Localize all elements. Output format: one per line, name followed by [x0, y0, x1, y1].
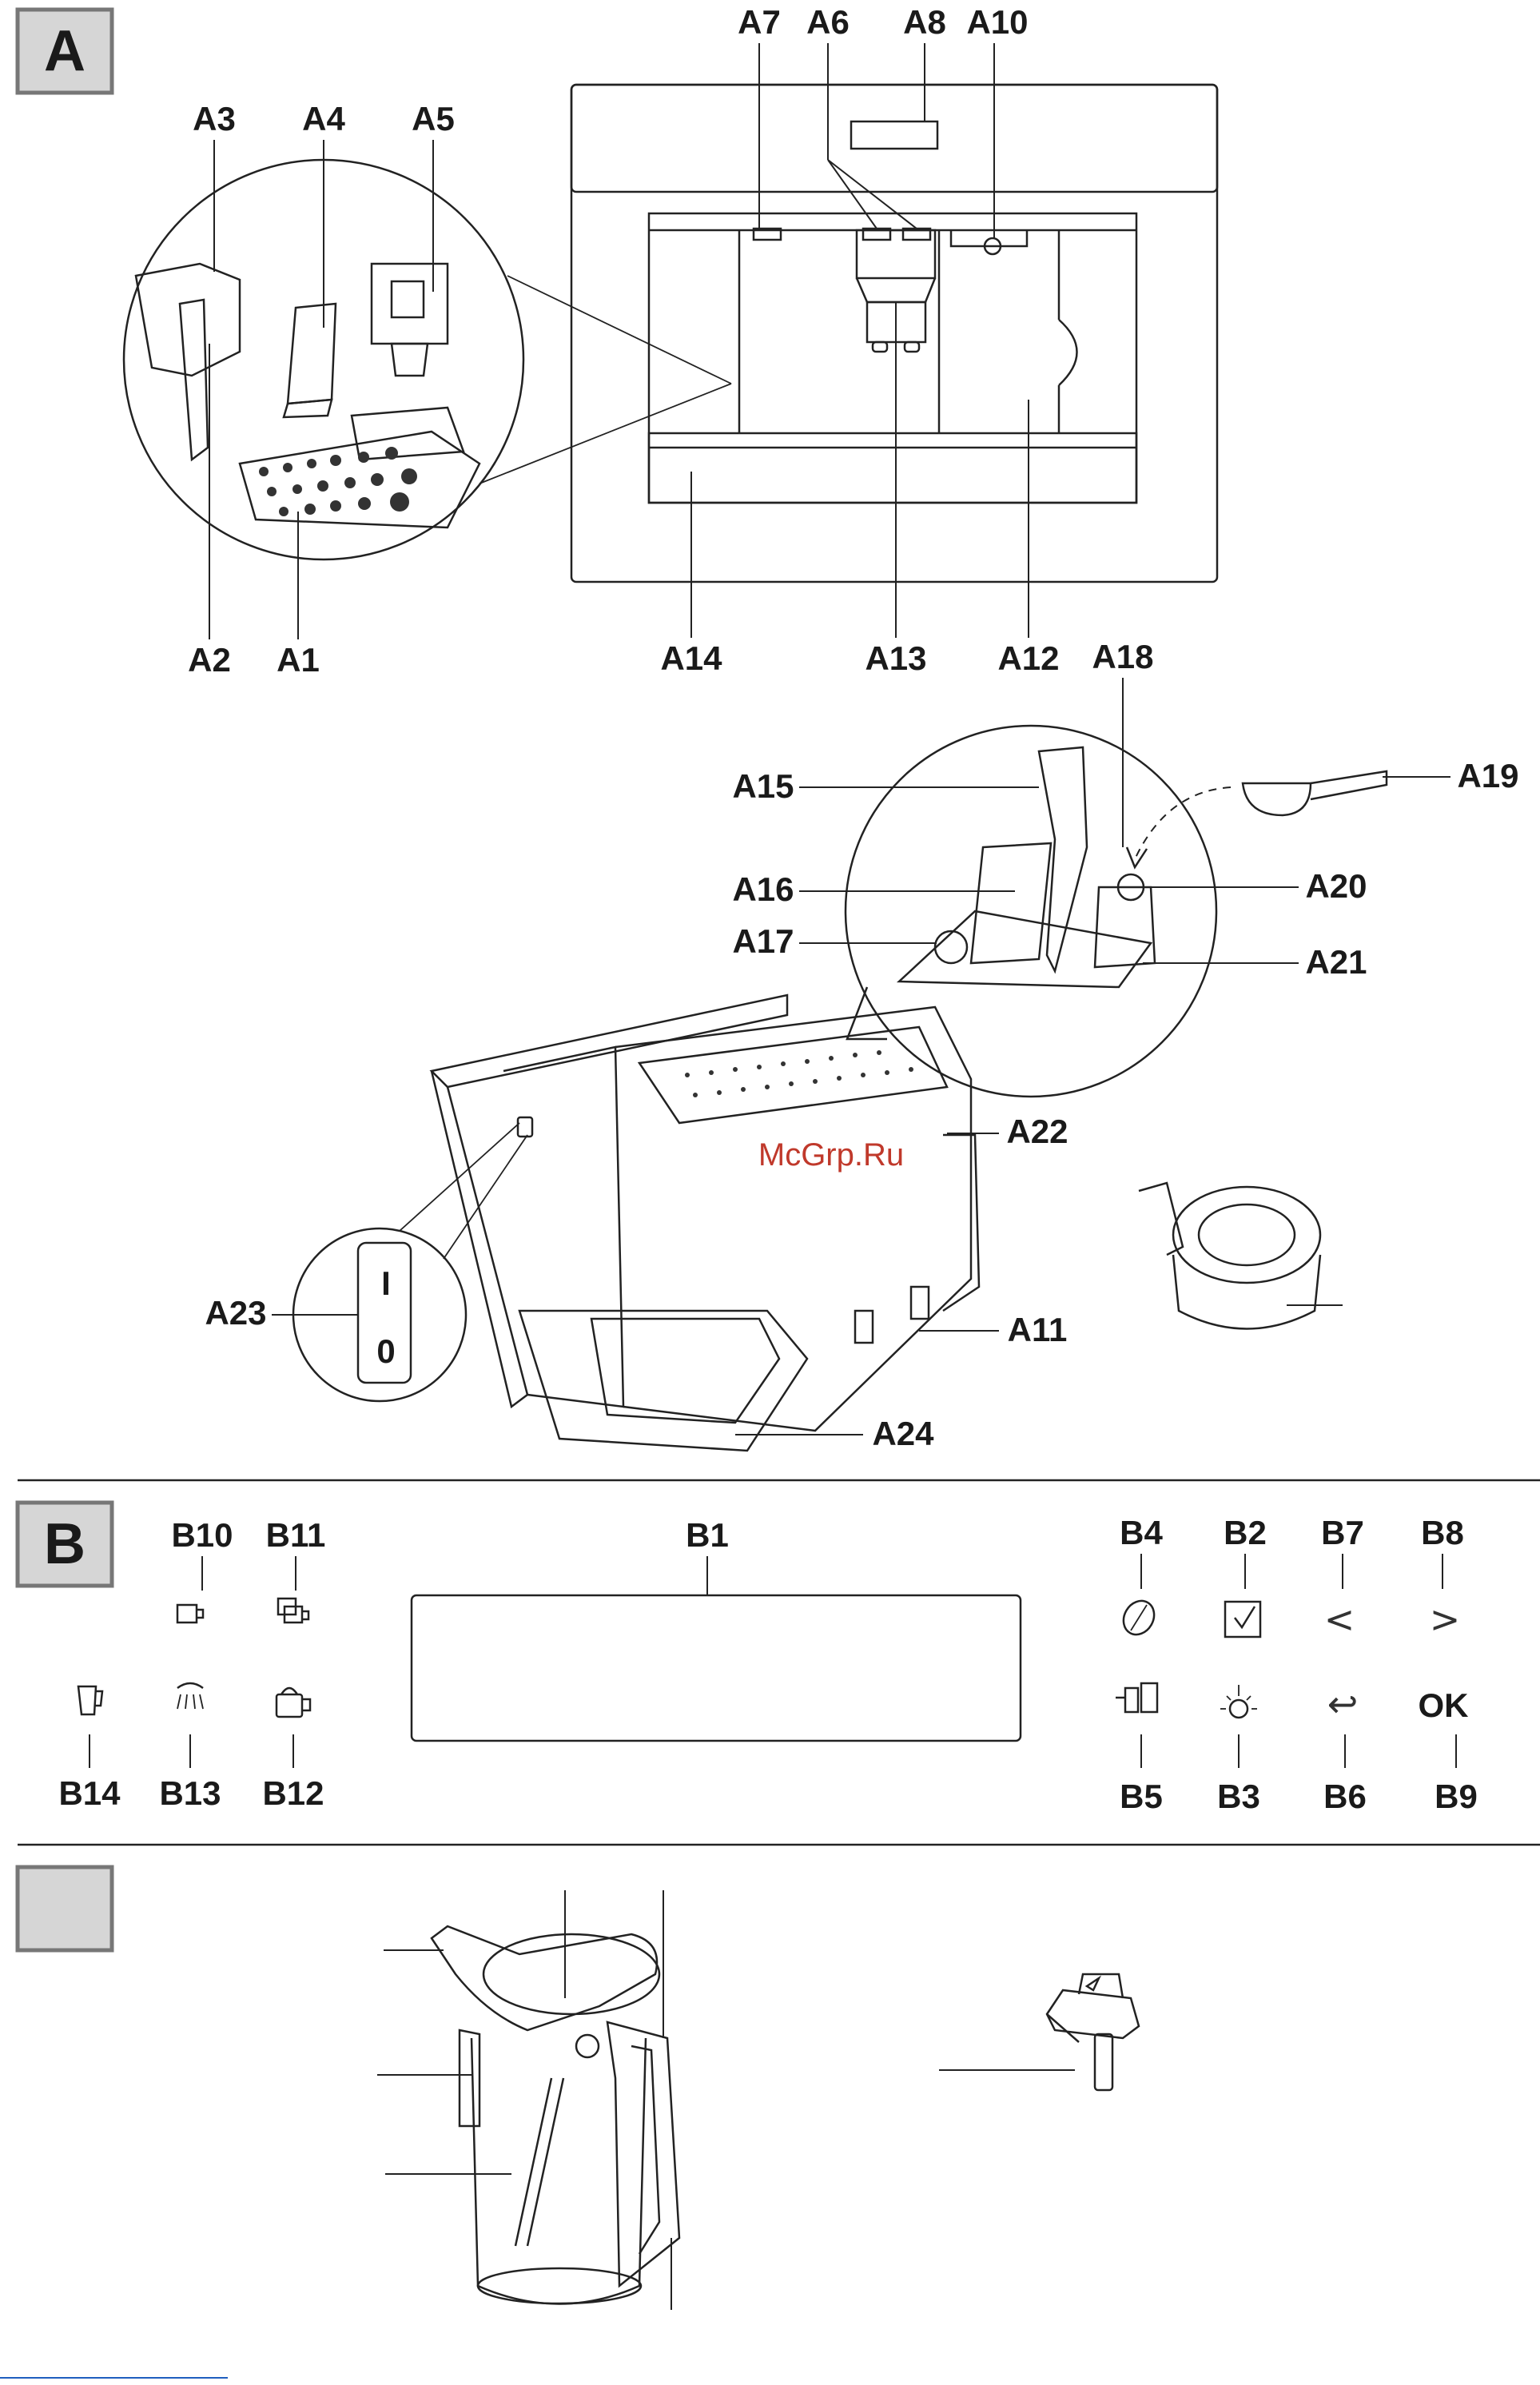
label-b7: B7	[1321, 1514, 1364, 1551]
label-a21: A21	[1305, 943, 1367, 981]
label-a10: A10	[966, 3, 1028, 41]
label-b3: B3	[1217, 1778, 1260, 1815]
cup-warmer-grid	[685, 1050, 913, 1097]
label-a18: A18	[1092, 638, 1153, 675]
milk-container	[1139, 1183, 1320, 1329]
back-arrow-icon[interactable]: ↩	[1327, 1682, 1359, 1726]
section-c-box	[18, 1867, 112, 1950]
label-a20: A20	[1305, 867, 1367, 905]
bean-icon[interactable]	[1117, 1595, 1160, 1640]
label-b11: B11	[266, 1516, 326, 1554]
section-b-letter: B	[44, 1512, 86, 1576]
prev-arrow-icon[interactable]: <	[1324, 1598, 1355, 1641]
label-a11: A11	[1008, 1311, 1068, 1348]
milk-jug-icon[interactable]	[78, 1686, 102, 1714]
label-a5: A5	[412, 100, 455, 137]
section-a: A	[18, 3, 1519, 1452]
label-b14: B14	[58, 1774, 121, 1812]
label-a3: A3	[193, 100, 236, 137]
appliance-front-view	[571, 85, 1217, 582]
label-b10: B10	[171, 1516, 233, 1554]
ok-icon[interactable]: OK	[1419, 1686, 1469, 1724]
label-a6: A6	[806, 3, 850, 41]
milk-spout-attachment	[1047, 1974, 1139, 2090]
switch-off-mark: 0	[376, 1332, 395, 1370]
label-b13: B13	[159, 1774, 221, 1812]
label-b12: B12	[262, 1774, 324, 1812]
measuring-scoop	[1243, 771, 1387, 815]
coffee-pot-icon[interactable]	[277, 1688, 310, 1717]
label-b9: B9	[1435, 1778, 1478, 1815]
section-b: B B1 B10 B11 B14	[18, 1503, 1478, 1815]
label-a8: A8	[903, 3, 946, 41]
coffee-cup-icon[interactable]	[177, 1605, 203, 1623]
label-b2: B2	[1224, 1514, 1267, 1551]
label-a22: A22	[1006, 1113, 1068, 1150]
machine-perspective-view	[432, 995, 979, 1451]
checklist-icon[interactable]	[1225, 1602, 1260, 1637]
label-a16: A16	[732, 870, 794, 908]
label-b1: B1	[686, 1516, 729, 1554]
label-a12: A12	[997, 639, 1059, 677]
label-a13: A13	[865, 639, 926, 677]
label-a14: A14	[660, 639, 722, 677]
switch-on-mark: I	[381, 1264, 391, 1302]
label-b8: B8	[1421, 1514, 1464, 1551]
section-c	[18, 1867, 1139, 2310]
label-b4: B4	[1120, 1514, 1163, 1551]
display-window	[851, 121, 937, 149]
label-a4: A4	[302, 100, 345, 137]
light-icon[interactable]	[1220, 1685, 1257, 1718]
next-arrow-icon[interactable]: >	[1430, 1598, 1461, 1641]
section-a-letter: A	[44, 19, 86, 83]
label-a23: A23	[205, 1294, 266, 1332]
label-b6: B6	[1323, 1778, 1367, 1815]
label-a2: A2	[188, 641, 231, 679]
label-a15: A15	[732, 767, 794, 805]
label-a24: A24	[872, 1415, 934, 1452]
double-cup-icon[interactable]	[278, 1599, 308, 1623]
label-a17: A17	[732, 922, 794, 960]
watermark: McGrp.Ru	[758, 1137, 904, 1173]
hot-water-icon[interactable]	[177, 1683, 203, 1709]
milk-jug-assembly	[432, 1926, 679, 2304]
milk-froth-icon[interactable]	[1116, 1683, 1157, 1712]
magnifier-top-view	[846, 726, 1216, 1097]
label-a7: A7	[738, 3, 781, 41]
label-b5: B5	[1120, 1778, 1163, 1815]
display-b1	[412, 1595, 1021, 1741]
label-a19: A19	[1457, 757, 1518, 794]
label-a1: A1	[277, 641, 320, 679]
